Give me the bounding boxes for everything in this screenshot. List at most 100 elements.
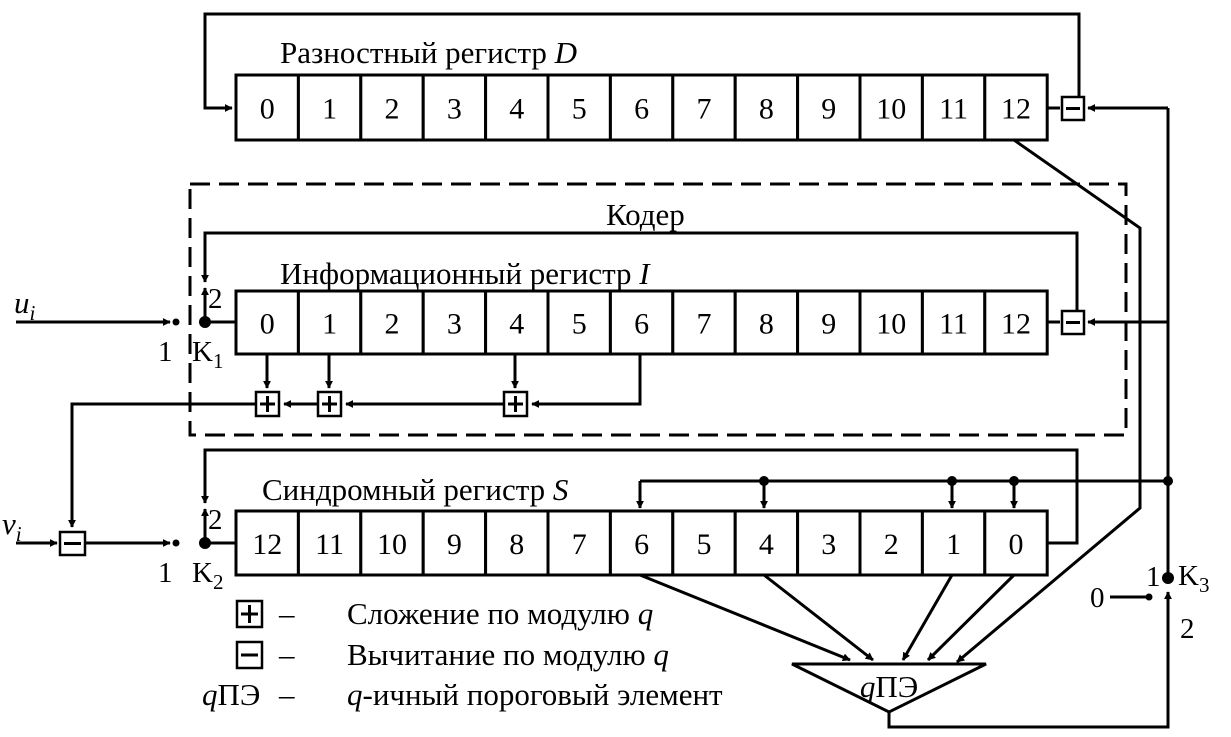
syndrome-register-cell: [920, 509, 987, 577]
k2-contact-1: [172, 539, 180, 547]
information-register-cell-label: 9: [821, 308, 836, 341]
information-register-cell: [920, 289, 987, 356]
information-register-cell: [546, 289, 612, 356]
information-register-cell-label: 8: [759, 308, 774, 341]
difference-register-cell-label: 12: [1001, 93, 1031, 126]
k1-label: K1: [192, 336, 223, 373]
information-register-cell-label: 1: [322, 308, 337, 341]
s-feedback-line: [201, 448, 1079, 545]
syndrome-register-cell: [796, 509, 862, 577]
difference-register-cell: [234, 73, 300, 142]
junction-dot: [759, 476, 769, 486]
information-register-cell-label: 0: [260, 308, 275, 341]
s4-to-threshold-line: [763, 573, 874, 662]
difference-register-cell-label: 9: [821, 93, 836, 126]
syndrome-register-cell-label: 5: [697, 528, 712, 561]
difference-register-cell-label: 3: [447, 93, 462, 126]
information-register-cell-label: 12: [1001, 308, 1031, 341]
information-register-cell: [608, 289, 675, 356]
syndrome-register-cell-label: 0: [1009, 528, 1024, 561]
k1-pos1-label: 1: [158, 336, 173, 368]
syndrome-register-title: Синдромный регистр S: [262, 472, 568, 507]
information-register-cell-label: 4: [509, 308, 524, 341]
k2-pos1-label: 1: [158, 557, 173, 589]
k3-zero-label: 0: [1090, 582, 1105, 614]
legend-sub-dash: –: [278, 637, 295, 672]
adder-1: [316, 390, 343, 418]
information-register-title: Информационный регистр I: [280, 256, 651, 291]
difference-register-cell: [796, 73, 862, 142]
information-register-cell-label: 3: [447, 308, 462, 341]
difference-register-cell-label: 8: [759, 93, 774, 126]
difference-register-cell-label: 0: [260, 93, 275, 126]
difference-register-cell: [608, 73, 675, 142]
syndrome-register-cell: [858, 509, 924, 577]
syndrome-register-cell-label: 8: [509, 528, 524, 561]
information-register-cell-label: 7: [697, 308, 712, 341]
syndrome-register-cell-label: 6: [634, 528, 649, 561]
information-register-cell-label: 2: [385, 308, 400, 341]
legend-threshold-key: qПЭ: [202, 677, 260, 712]
difference-register-cell: [484, 73, 550, 142]
k3-label: K3: [1178, 560, 1209, 597]
syndrome-register-cell: [983, 509, 1049, 577]
plus-icon: [241, 605, 258, 623]
i-feedback-line: [201, 231, 1079, 322]
plus-icon: [260, 396, 275, 412]
syndrome-register-cell: [296, 509, 363, 577]
junction-dot: [947, 476, 957, 486]
tap-i6-line: [531, 354, 642, 408]
d-feedback-line: [203, 12, 1081, 112]
k3-pivot: [1162, 572, 1174, 584]
syndrome-register-cell: [359, 509, 425, 577]
encoder-label: Кодер: [606, 197, 685, 232]
u-input-label: ui: [14, 285, 36, 325]
threshold-label: qПЭ: [860, 669, 918, 704]
plus-icon: [508, 396, 523, 412]
difference-register-cell-label: 6: [634, 93, 649, 126]
k2-pos2-label: 2: [208, 504, 223, 536]
legend-add-dash: –: [278, 596, 295, 631]
legend: – Сложение по модулю q – Вычитание по мо…: [202, 596, 723, 712]
syndrome-register-cell-label: 12: [252, 528, 282, 561]
legend-add-text: Сложение по модулю q: [347, 596, 653, 631]
difference-register-cell-label: 2: [385, 93, 400, 126]
information-register-cell-label: 5: [572, 308, 587, 341]
difference-register-cell-label: 11: [939, 93, 968, 126]
junction-dot: [1163, 476, 1173, 486]
adder-4: [502, 390, 529, 418]
difference-register-cell-label: 10: [876, 93, 906, 126]
d12-to-threshold-line: [956, 138, 1142, 664]
adder-0: [254, 390, 281, 418]
s0-to-threshold-line: [926, 573, 1016, 662]
k3-pos2-label: 2: [1180, 613, 1195, 645]
syndrome-register-cell-label: 11: [315, 528, 344, 561]
v-input-label: vi: [2, 506, 22, 546]
difference-register-cell: [296, 73, 363, 142]
k3-contact-1: [1145, 593, 1153, 601]
k1-pos2-label: 2: [208, 283, 223, 315]
plus-icon: [322, 396, 337, 412]
legend-sub-text: Вычитание по модулю q: [347, 637, 669, 672]
legend-threshold-dash: –: [278, 677, 295, 712]
k2-label: K2: [192, 557, 223, 594]
information-register-cell: [983, 289, 1049, 356]
legend-threshold-text: q-ичный пороговый элемент: [347, 677, 723, 712]
threshold-output-line: [887, 591, 1172, 729]
difference-register-cell-label: 7: [697, 93, 712, 126]
information-register-cell-label: 11: [939, 308, 968, 341]
syndrome-register-cell-label: 2: [884, 528, 899, 561]
k2-labels: 2 1 K2: [158, 504, 223, 594]
legend-add: – Сложение по модулю q: [235, 596, 653, 631]
difference-register-cell-label: 4: [509, 93, 524, 126]
syndrome-register-cell-label: 9: [447, 528, 462, 561]
syndrome-register-cell-label: 4: [759, 528, 774, 561]
encoder-frame: [188, 182, 1128, 437]
legend-threshold: qПЭ – q-ичный пороговый элемент: [202, 677, 723, 712]
information-register-cell-label: 6: [634, 308, 649, 341]
difference-register-cell-label: 1: [322, 93, 337, 126]
difference-register-cell-label: 5: [572, 93, 587, 126]
